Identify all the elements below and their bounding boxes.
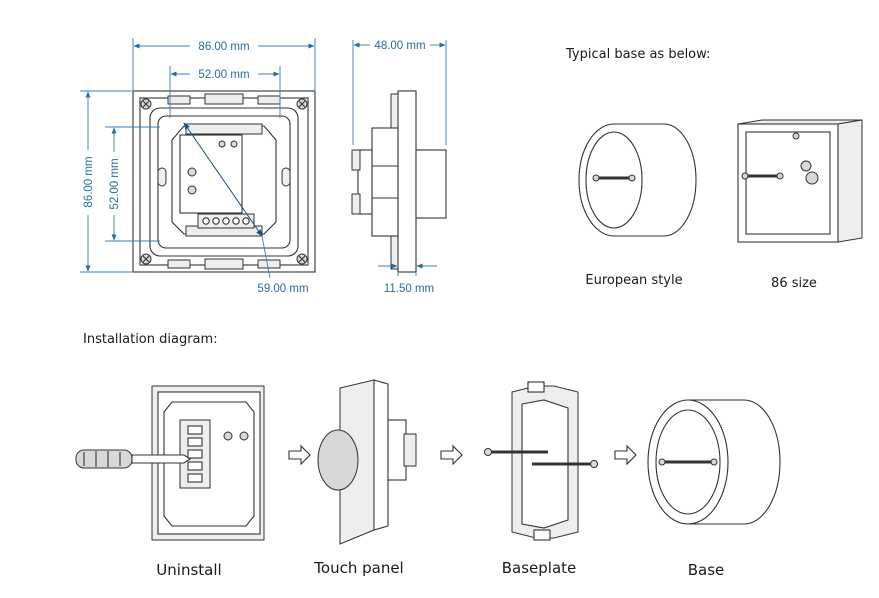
step-touch-panel-label: Touch panel [313,559,403,577]
arrow-right-icon [288,444,311,466]
european-style-label: European style [585,273,682,288]
installation-heading: Installation diagram: [83,332,218,347]
corner-screw-icon [140,98,152,110]
base-step-icon [647,399,781,525]
width-inner-label: 52.00 mm [198,69,249,81]
arrow-right-icon [440,444,463,466]
step-uninstall-label: Uninstall [156,561,221,579]
step-baseplate-label: Baseplate [502,559,577,577]
front-view-dimensions [80,38,316,279]
size-86-label: 86 size [771,276,817,291]
european-base-icon [578,123,697,237]
corner-screw-icon [296,253,308,265]
corner-screw-icon [140,253,152,265]
typical-base-heading: Typical base as below: [565,47,710,62]
height-inner-label: 52.00 mm [109,158,121,209]
width-outer-label: 86.00 mm [198,41,249,53]
corner-screw-icon [296,98,308,110]
touch-panel-step-icon [317,379,417,545]
square-86-base-icon [737,119,863,243]
diagonal-label: 59.00 mm [257,283,308,295]
baseplate-step-icon [484,381,598,541]
arrow-right-icon [614,444,637,466]
uninstall-step-icon [75,385,265,541]
side-view-drawing [351,90,447,273]
height-outer-label: 86.00 mm [83,156,95,207]
depth-label: 48.00 mm [374,40,425,52]
step-base-label: Base [688,561,725,579]
side-view-dimensions [352,40,447,276]
panel-thickness-label: 11.50 mm [384,283,434,295]
